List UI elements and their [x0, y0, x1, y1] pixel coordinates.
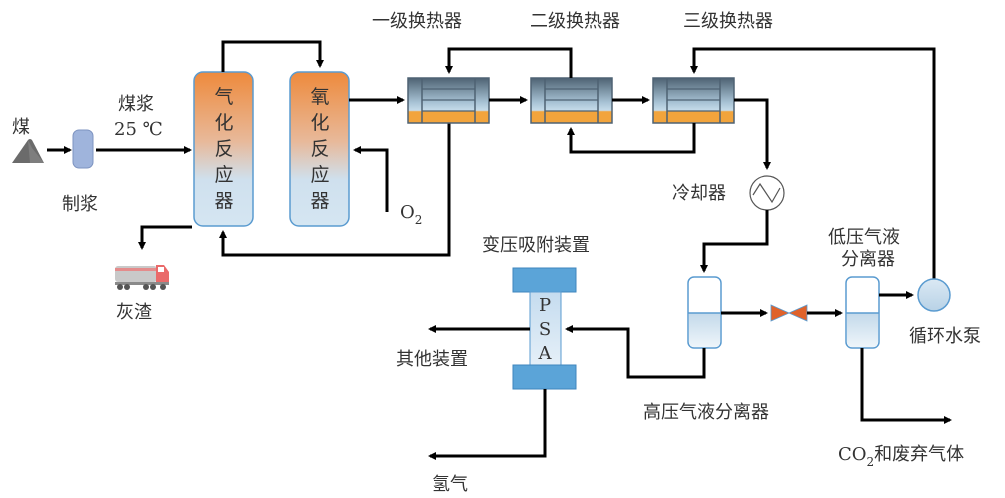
pipe-hx1-return-to-gasifier: [219, 123, 451, 257]
pipe-lp-separator-to-co2-out: [860, 348, 952, 424]
ash-label: 灰渣: [116, 302, 152, 323]
oxidizer-char: 化: [310, 112, 329, 134]
lp-separator-label-line1: 低压气液: [828, 227, 900, 248]
gasifier-char: 应: [214, 164, 233, 186]
hx1-label: 一级换热器: [372, 11, 462, 32]
oxidizer-char: 器: [310, 190, 329, 212]
slurry-prep-label: 制浆: [62, 194, 98, 215]
coal-label: 煤: [12, 117, 30, 138]
cooler-label: 冷却器: [672, 183, 726, 204]
hx3-label: 三级换热器: [683, 11, 773, 32]
other-units-label: 其他装置: [396, 349, 468, 370]
slurry-temperature-label: 25 ℃: [114, 119, 163, 140]
hx1-heat-exchanger: [407, 77, 490, 124]
pipe-hx3-to-hx2-loop: [567, 123, 696, 154]
pipe-hx3-to-cooler: [734, 98, 771, 170]
psa-letter-a: A: [538, 343, 553, 364]
lp-separator: [845, 276, 880, 349]
gasifier-char: 气: [214, 86, 233, 108]
pipe-gasifier-to-oxidizer: [221, 40, 324, 72]
hydrogen-label: 氢气: [432, 474, 468, 495]
coal-pile-icon: [12, 139, 44, 163]
co2-waste-gas-label: CO2和废弃气体: [838, 444, 964, 469]
gasifier-reactor: 气 化 反 应 器: [193, 71, 254, 227]
throttle-valve-icon[interactable]: [770, 304, 808, 322]
pipe-ash-out: [138, 225, 192, 250]
circulating-pump-icon[interactable]: [917, 278, 951, 312]
hx2-heat-exchanger: [530, 77, 613, 124]
lp-separator-label-line2: 分离器: [841, 249, 895, 270]
pipe-hx2-to-hx1-loop: [445, 47, 573, 78]
psa-letter-s: S: [539, 319, 551, 340]
hx3-heat-exchanger: [652, 77, 735, 124]
hp-separator-label: 高压气液分离器: [643, 402, 769, 423]
hx2-label: 二级换热器: [530, 11, 620, 32]
oxidation-reactor: 氧 化 反 应 器: [289, 71, 350, 227]
gasifier-char: 反: [214, 138, 233, 160]
oxidizer-char: 应: [310, 164, 329, 186]
ash-truck-icon: [115, 265, 169, 290]
oxygen-label: O2: [400, 202, 422, 227]
hp-separator: [687, 276, 722, 349]
slurry-tank-icon: [72, 129, 94, 169]
gasifier-char: 器: [214, 190, 233, 212]
gasifier-char: 化: [214, 112, 233, 134]
psa-unit: P S A: [512, 267, 577, 390]
pipe-pump-return-to-hx3: [690, 47, 936, 282]
slurry-stream-label: 煤浆: [118, 94, 154, 115]
psa-title-label: 变压吸附装置: [482, 235, 590, 256]
pipe-cooler-to-hp-separator: [700, 210, 769, 273]
oxidizer-char: 氧: [310, 86, 329, 108]
psa-letter-p: P: [539, 295, 551, 316]
oxidizer-char: 反: [310, 138, 329, 160]
pump-label: 循环水泵: [909, 326, 981, 347]
pipe-hp-separator-to-psa: [565, 325, 706, 379]
pipe-oxygen-feed: [353, 146, 389, 212]
cooler-icon: [749, 175, 785, 211]
pipe-psa-to-hydrogen-out: [428, 389, 547, 460]
